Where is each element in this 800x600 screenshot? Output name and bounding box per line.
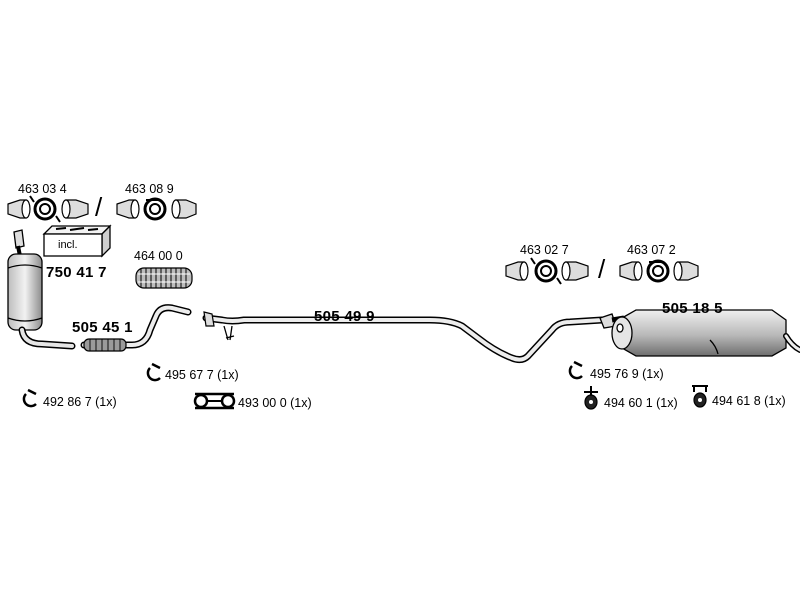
- alternative-separator-a: /: [95, 192, 103, 222]
- included-hardware-box: [42, 224, 112, 258]
- part-number-463-07-2: 463 07 2: [627, 243, 676, 257]
- front-pipe-icon: [80, 304, 192, 352]
- connector-kit-a1-icon: [7, 195, 89, 223]
- part-number-505-49-9: 505 49 9: [314, 308, 375, 325]
- part-number-750-41-7: 750 41 7: [46, 264, 107, 281]
- part-number-495-76-9: 495 76 9 (1x): [590, 367, 664, 381]
- part-number-494-61-8: 494 61 8 (1x): [712, 394, 786, 408]
- rubber-mount-b-icon: [692, 385, 708, 408]
- clamp-a-icon: [146, 362, 161, 382]
- alternative-separator-b: /: [598, 254, 606, 284]
- flex-pipe-icon: [135, 267, 193, 289]
- clamp-c-icon: [568, 360, 583, 380]
- part-number-494-60-1: 494 60 1 (1x): [604, 396, 678, 410]
- connector-kit-b2-icon: [619, 259, 699, 283]
- part-number-495-67-7: 495 67 7 (1x): [165, 368, 239, 382]
- part-number-505-18-5: 505 18 5: [662, 300, 723, 317]
- rubber-mount-a-icon: [584, 386, 598, 410]
- gasket-icon: [193, 392, 236, 410]
- connector-kit-b1-icon: [505, 257, 589, 285]
- connector-kit-a2-icon: [116, 197, 197, 221]
- rear-silencer-icon: [599, 309, 800, 357]
- part-number-493-00-0: 493 00 0 (1x): [238, 396, 312, 410]
- part-number-463-02-7: 463 02 7: [520, 243, 569, 257]
- part-number-463-08-9: 463 08 9: [125, 182, 174, 196]
- part-number-505-45-1: 505 45 1: [72, 319, 133, 336]
- part-number-492-86-7: 492 86 7 (1x): [43, 395, 117, 409]
- catalytic-converter-icon: [7, 229, 76, 350]
- middle-pipe-icon: [202, 311, 606, 364]
- part-number-464-00-0: 464 00 0: [134, 249, 183, 263]
- included-label: incl.: [58, 239, 78, 251]
- clamp-b-icon: [22, 388, 37, 408]
- part-number-463-03-4: 463 03 4: [18, 182, 67, 196]
